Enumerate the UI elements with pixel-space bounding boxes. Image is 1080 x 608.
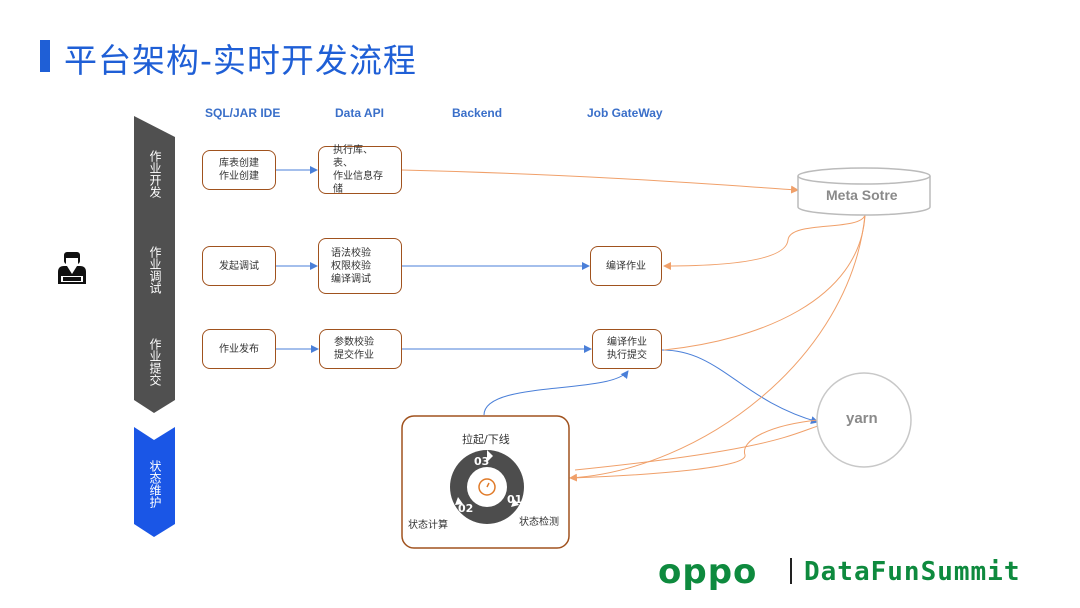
box-dev-ide-line-2: 作业创建 xyxy=(219,171,259,182)
stage-chevron-state xyxy=(134,427,175,537)
stage-label-submit: 作业提交 xyxy=(148,338,162,386)
connector-metastore-submit-gw xyxy=(663,214,866,351)
datafun-summit-logo: DataFunSummit xyxy=(804,557,1021,587)
column-header-job-gateway: Job GateWay xyxy=(587,106,663,120)
cycle-step-03: 03 xyxy=(474,455,490,468)
box-debug-gateway: 编译作业 xyxy=(590,246,662,286)
box-submit-api: 参数校验 提交作业 xyxy=(319,329,402,369)
yarn-circle xyxy=(816,372,912,468)
column-header-data-api: Data API xyxy=(335,106,384,120)
connector-metastore-debug-gw xyxy=(663,214,866,270)
box-submit-gateway: 编译作业 执行提交 xyxy=(592,329,662,369)
box-submit-api-line-2: 提交作业 xyxy=(334,350,374,361)
box-debug-gateway-line-1: 编译作业 xyxy=(606,260,646,272)
connector-gw-yarn xyxy=(661,349,819,424)
connector-yarn-cycle-2 xyxy=(574,425,819,471)
cycle-step-02: 02 xyxy=(458,502,474,515)
column-header-ide: SQL/JAR IDE xyxy=(205,106,281,120)
stage-label-state: 状态维护 xyxy=(148,460,162,508)
box-dev-api: 执行库、表、 作业信息存储 xyxy=(318,145,402,195)
meta-store-label: Meta Sotre xyxy=(826,187,898,203)
title-accent-bar xyxy=(40,40,50,72)
stage-label-dev: 作业开发 xyxy=(148,150,162,198)
box-submit-ide: 作业发布 xyxy=(202,329,276,369)
box-submit-ide-line-1: 作业发布 xyxy=(219,343,259,355)
cycle-title: 拉起/下线 xyxy=(462,433,510,446)
page-title: 平台架构-实时开发流程 xyxy=(64,41,417,80)
meta-store-cylinder xyxy=(797,167,931,216)
user-icon xyxy=(58,252,86,284)
box-dev-api-line-1: 执行库、表、 xyxy=(333,145,373,169)
box-submit-gateway-line-2: 执行提交 xyxy=(607,350,647,361)
connector-cycle-gw xyxy=(483,370,629,416)
box-dev-ide: 库表创建 作业创建 xyxy=(202,150,276,190)
box-debug-api-line-3: 编译调试 xyxy=(331,273,371,285)
box-debug-api-line-1: 语法校验 xyxy=(331,247,371,259)
oppo-logo: oppo xyxy=(658,552,758,592)
stage-chevron-debug xyxy=(134,212,175,333)
connector-metastore-cycle xyxy=(569,214,866,482)
cycle-left-label: 状态计算 xyxy=(408,520,448,531)
cycle-right-label: 状态检测 xyxy=(519,517,559,528)
stage-label-debug: 作业调试 xyxy=(148,246,162,294)
stage-chevron-dev xyxy=(134,116,175,238)
box-dev-api-line-2: 作业信息存储 xyxy=(333,171,383,195)
cycle-ring xyxy=(450,450,524,524)
box-debug-ide: 发起调试 xyxy=(202,246,276,286)
cycle-step-01: 01 xyxy=(507,493,523,506)
column-header-backend: Backend xyxy=(452,106,503,120)
box-dev-ide-line-1: 库表创建 xyxy=(219,158,259,169)
connector-yarn-cycle xyxy=(571,419,819,479)
box-debug-api-line-2: 权限校验 xyxy=(331,260,371,272)
box-debug-ide-line-1: 发起调试 xyxy=(219,260,259,272)
brand-divider xyxy=(790,558,792,584)
box-submit-api-line-1: 参数校验 xyxy=(334,337,374,348)
box-submit-gateway-line-1: 编译作业 xyxy=(607,337,647,348)
connector-api-metastore xyxy=(401,169,799,194)
box-debug-api: 语法校验 权限校验 编译调试 xyxy=(318,238,402,294)
stage-chevron-submit xyxy=(134,307,175,413)
yarn-label: yarn xyxy=(846,410,878,427)
